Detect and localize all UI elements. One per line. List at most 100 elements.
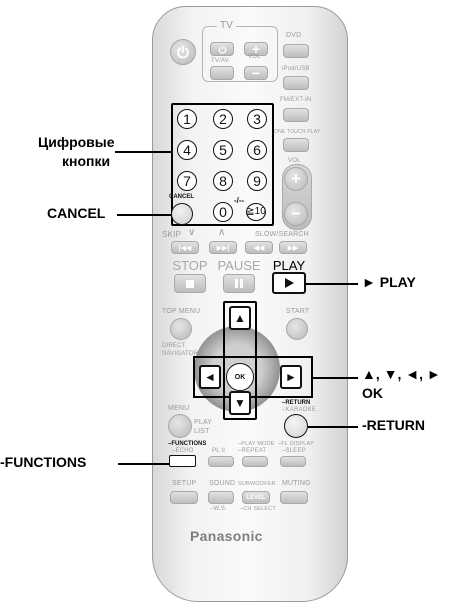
skip-label: SKIP xyxy=(162,230,182,239)
fmext-label: FM/EXT-IN xyxy=(280,97,312,103)
one-touch-play-button[interactable] xyxy=(283,138,309,152)
tv-power-button[interactable] xyxy=(210,42,234,56)
power-button[interactable] xyxy=(170,39,196,65)
digit-9-button[interactable]: 9 xyxy=(247,171,267,191)
sound-label: SOUND xyxy=(209,480,236,487)
playmode-label: –PLAY MODE xyxy=(238,441,275,447)
vertical-arrows-frame xyxy=(223,301,257,420)
karaoke-label: –KARAOKE xyxy=(282,407,316,413)
digits-highlight-box xyxy=(171,103,274,226)
digits-callout-line xyxy=(115,151,171,153)
functions-callout: -FUNCTIONS xyxy=(0,454,87,470)
tv-group-label: TV xyxy=(217,20,236,31)
play-callout: ► PLAY xyxy=(362,274,416,290)
setup-label: SETUP xyxy=(172,480,197,487)
menu-playlist-button[interactable] xyxy=(168,414,192,438)
arrows-callout-line xyxy=(313,377,358,379)
digit-6-button[interactable]: 6 xyxy=(247,140,267,160)
arrows-callout-line1: ▲, ▼, ◄, ► xyxy=(362,366,441,382)
tv-power-icon xyxy=(218,45,226,54)
stop-button[interactable] xyxy=(174,274,206,293)
fl-display-button[interactable] xyxy=(280,456,306,467)
subwoofer-label: SUBWOOFER xyxy=(238,481,276,487)
cancel-button[interactable] xyxy=(171,203,193,225)
ok-label: OK xyxy=(234,373,246,381)
setup-button[interactable] xyxy=(170,491,198,504)
vol-up-button[interactable]: + xyxy=(284,167,308,191)
level-button[interactable]: LEVEL xyxy=(242,491,270,504)
cancel-callout-line xyxy=(117,214,171,216)
arrows-callout-line2: OK xyxy=(362,385,383,401)
digits-callout-line1: Цифровые xyxy=(38,134,115,150)
digit-7-button[interactable]: 7 xyxy=(177,171,197,191)
repeat-label: –REPEAT xyxy=(238,448,267,454)
vol-down-button[interactable]: − xyxy=(284,202,308,226)
slowsearch-label: SLOW/SEARCH xyxy=(255,231,309,238)
top-menu-button[interactable] xyxy=(170,318,192,340)
digit-3-button[interactable]: 3 xyxy=(247,109,267,129)
arrow-left-button[interactable]: ◄ xyxy=(199,365,221,389)
muting-label: MUTING xyxy=(282,480,311,487)
ws-label: –W.S. xyxy=(210,506,228,512)
slow-forward-button[interactable]: ▶▶ xyxy=(279,241,307,254)
functions-button[interactable] xyxy=(169,455,196,467)
ge10-button[interactable]: ≧10 xyxy=(246,203,266,221)
return-callout-line xyxy=(308,426,358,428)
dvd-button[interactable] xyxy=(283,44,309,58)
play-mode-button[interactable] xyxy=(242,456,268,467)
topmenu-label: TOP MENU xyxy=(162,308,201,315)
sound-button[interactable] xyxy=(208,491,234,504)
play-label: PLAY xyxy=(272,258,306,273)
play-icon xyxy=(285,278,294,288)
pause-button[interactable] xyxy=(223,274,255,293)
tv-vol-up-button[interactable]: + xyxy=(244,41,268,57)
skip-down-mark: ∨ xyxy=(188,227,196,238)
muting-button[interactable] xyxy=(280,491,308,504)
echo-label: –ECHO xyxy=(172,448,194,454)
dash-label: -/-- xyxy=(234,196,245,205)
tv-vol-down-button[interactable]: − xyxy=(244,65,268,81)
play-button[interactable] xyxy=(272,272,306,294)
tvav-button[interactable] xyxy=(210,66,234,80)
power-icon xyxy=(177,45,189,59)
ipod-label: iPod/USB xyxy=(282,66,310,72)
digits-callout-line2: кнопки xyxy=(62,153,111,169)
slow-rewind-button[interactable]: ◀◀ xyxy=(245,241,273,254)
tv-group-frame xyxy=(202,26,278,82)
arrows-highlight-box xyxy=(193,356,313,398)
menu-label: MENU xyxy=(168,405,190,412)
tvav-label: TV/AV xyxy=(211,58,229,64)
brand-logo: Panasonic xyxy=(190,528,263,544)
fm-ext-in-button[interactable] xyxy=(283,108,309,122)
dvd-label: DVD xyxy=(286,32,302,39)
plii-label: PL II xyxy=(212,448,226,454)
arrow-down-button[interactable]: ▼ xyxy=(229,391,251,415)
plii-button[interactable] xyxy=(208,456,234,467)
digit-5-button[interactable]: 5 xyxy=(213,140,233,160)
return-label: –RETURN xyxy=(282,400,311,406)
stop-label: STOP xyxy=(172,258,208,273)
vol-side-label: VOL xyxy=(288,158,301,164)
cancel-label: CANCEL xyxy=(169,194,194,200)
ipod-usb-button[interactable] xyxy=(283,76,309,90)
arrow-up-button[interactable]: ▲ xyxy=(229,306,251,330)
skip-up-mark: ∧ xyxy=(218,227,226,238)
arrow-right-button[interactable]: ► xyxy=(280,365,302,389)
digit-1-button[interactable]: 1 xyxy=(177,109,197,129)
sleep-label: –SLEEP xyxy=(282,448,306,454)
skip-forward-button[interactable]: ▶▶| xyxy=(209,241,237,254)
digit-8-button[interactable]: 8 xyxy=(213,171,233,191)
fldisplay-label: –FL DISPLAY xyxy=(278,441,314,447)
skip-back-button[interactable]: |◀◀ xyxy=(171,241,199,254)
return-callout: -RETURN xyxy=(362,417,425,433)
level-label: LEVEL xyxy=(246,494,266,501)
return-button[interactable] xyxy=(284,414,308,438)
onetouch-label: ONE TOUCH PLAY xyxy=(274,129,321,135)
start-button[interactable] xyxy=(286,318,308,340)
pause-icon xyxy=(235,279,243,288)
ok-button[interactable]: OK xyxy=(226,363,254,391)
digit-4-button[interactable]: 4 xyxy=(177,140,197,160)
digit-2-button[interactable]: 2 xyxy=(213,109,233,129)
cancel-callout: CANCEL xyxy=(47,205,106,221)
digit-0-button[interactable]: 0 xyxy=(213,202,233,222)
